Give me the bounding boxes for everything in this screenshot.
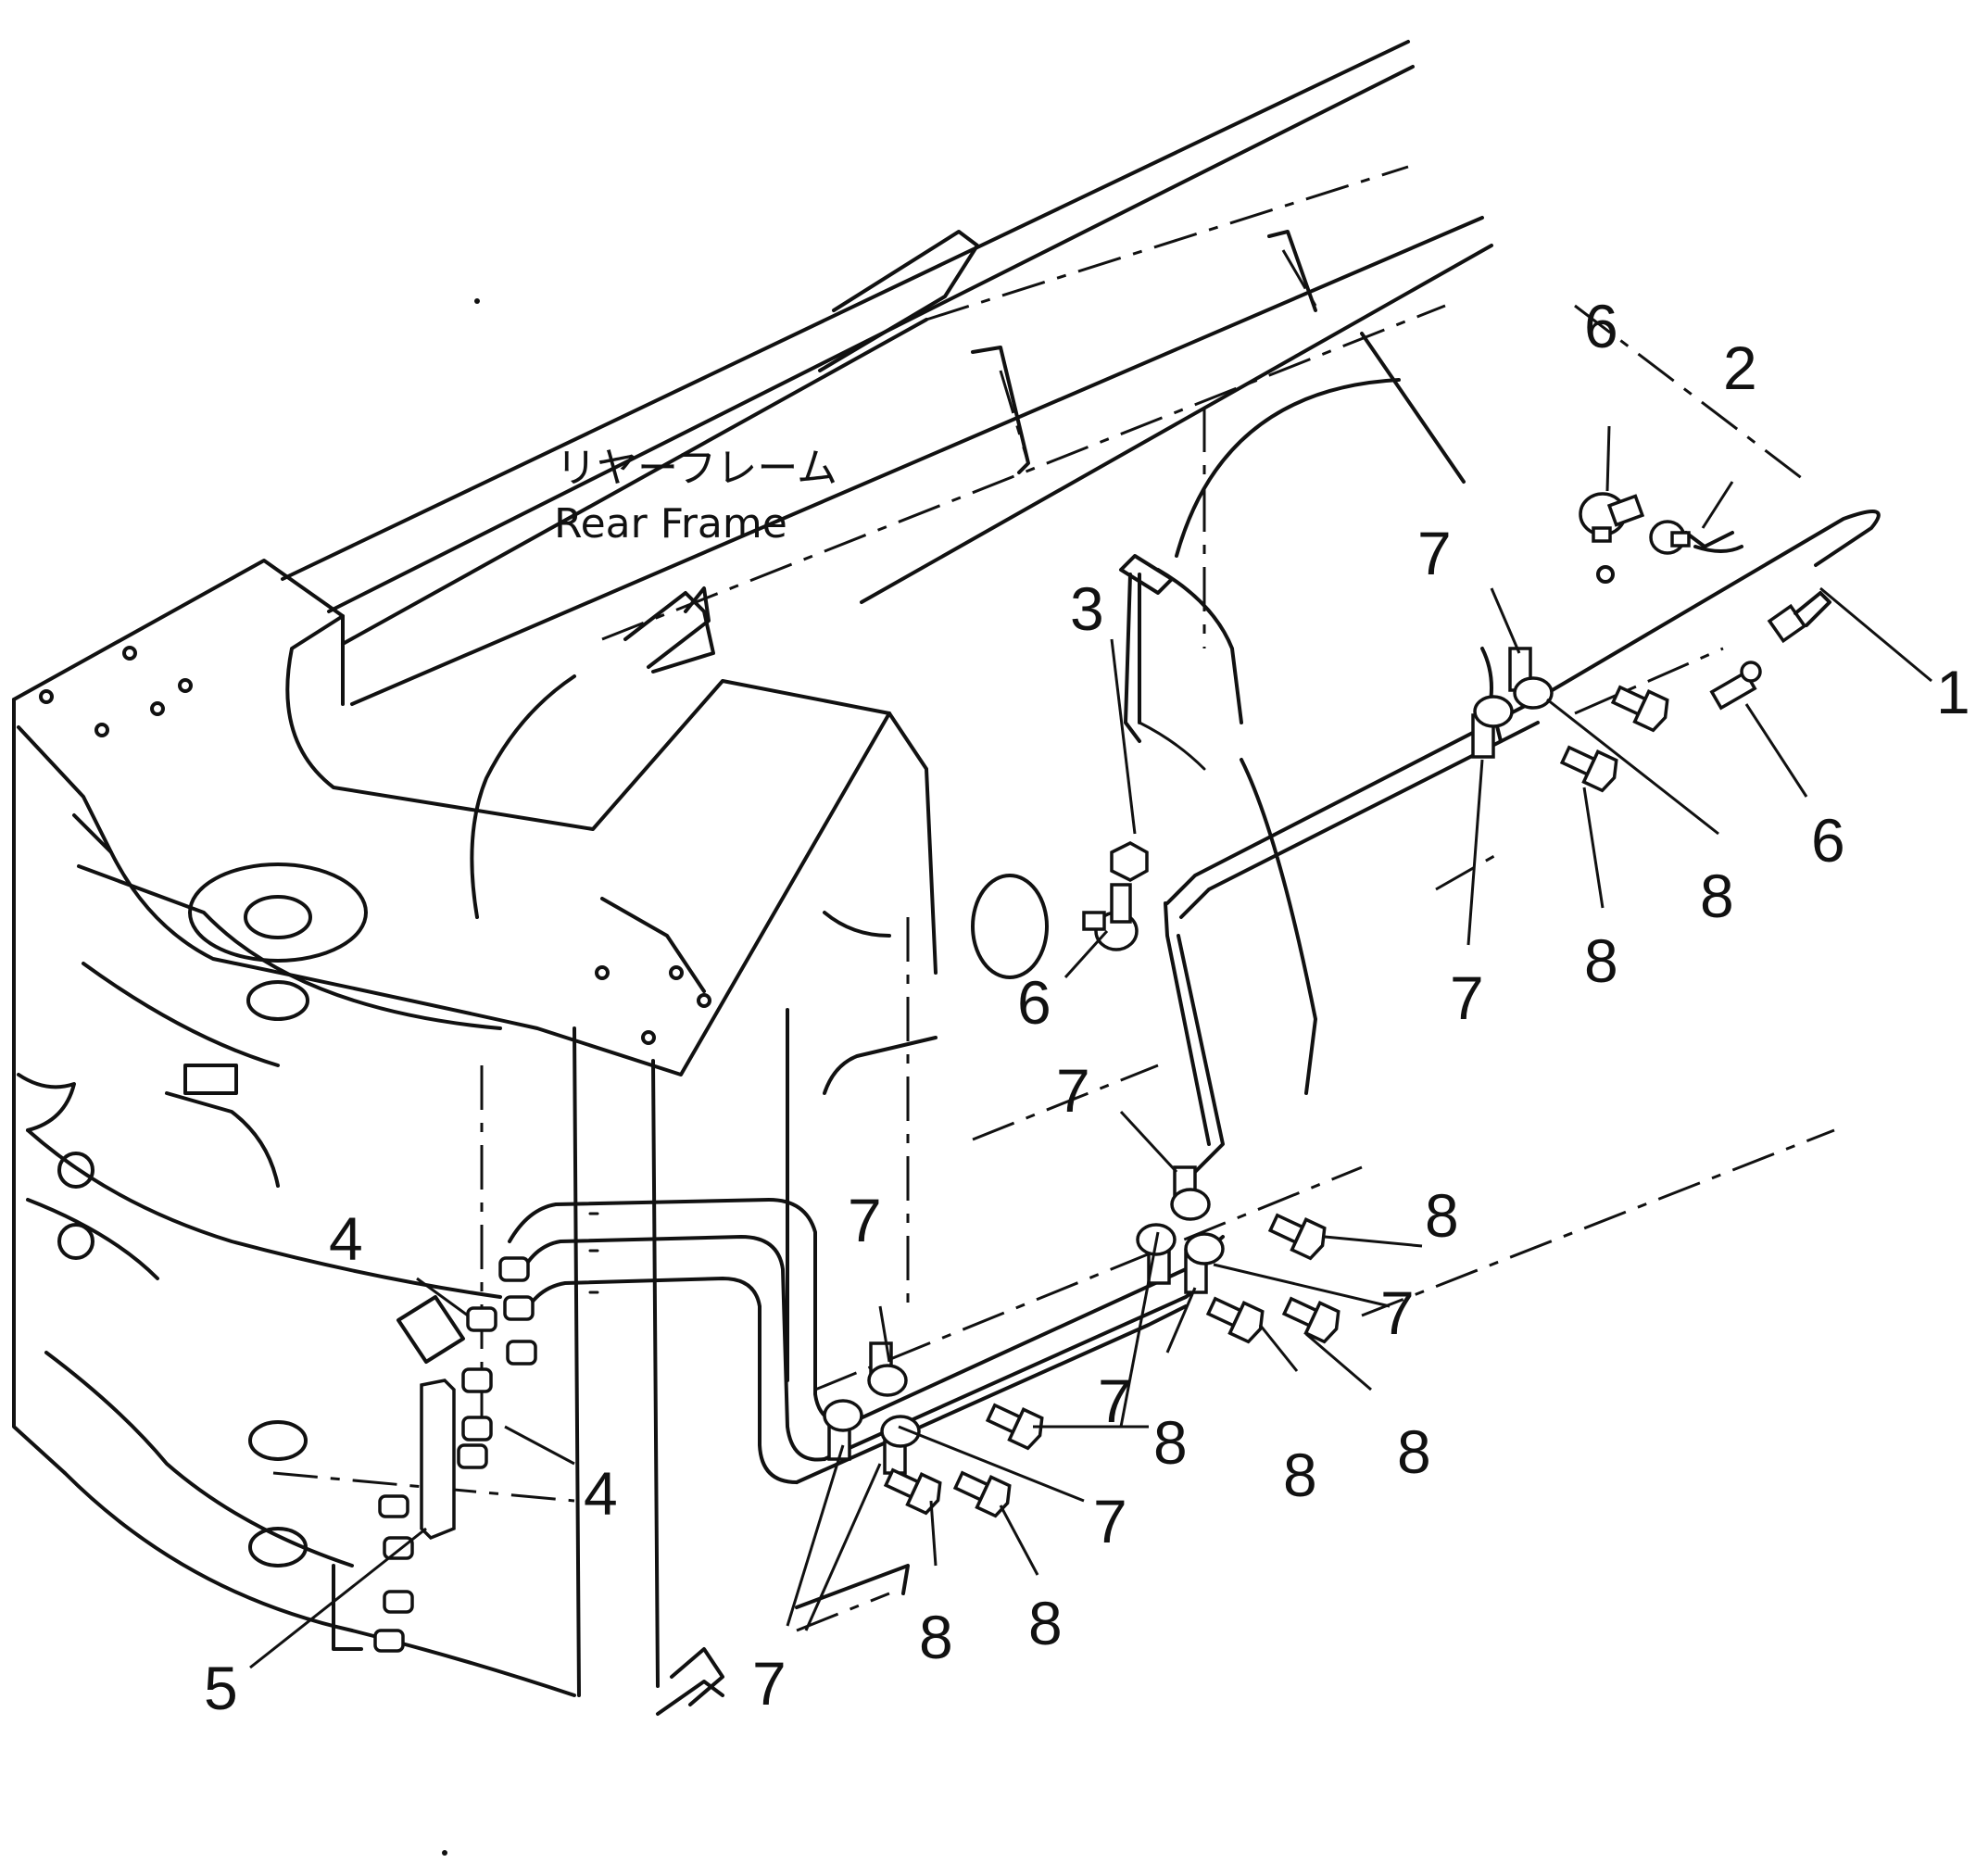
callout-6-right: 6 bbox=[1811, 806, 1845, 875]
callout-7-b: 7 bbox=[1450, 963, 1484, 1032]
part-7-clamp-group bbox=[823, 647, 1554, 1475]
part-6-elbow-right bbox=[1709, 661, 1762, 711]
frame-label: リヤーフレーム Rear Frame bbox=[554, 445, 837, 548]
hydraulic-piping bbox=[508, 510, 1881, 1484]
callout-6-top: 6 bbox=[1584, 292, 1618, 360]
callout-8-f: 8 bbox=[1397, 1417, 1431, 1486]
callout-7-h: 7 bbox=[752, 1649, 787, 1718]
leader-lines bbox=[249, 425, 1932, 1669]
speck-mark-bottom bbox=[442, 1850, 447, 1856]
callout-7-g: 7 bbox=[1093, 1487, 1127, 1555]
part-5-block bbox=[332, 1295, 465, 1653]
rear-frame-outline bbox=[12, 40, 1835, 1716]
callout-4-lower: 4 bbox=[584, 1459, 618, 1528]
callout-8-b: 8 bbox=[1584, 926, 1618, 995]
callout-numbers: 1 2 3 4 4 5 6 6 6 7 7 7 7 7 7 7 7 8 8 8 … bbox=[204, 292, 1970, 1722]
callout-2: 2 bbox=[1723, 334, 1757, 402]
frame-label-en: Rear Frame bbox=[554, 500, 787, 548]
callout-7-f: 7 bbox=[1098, 1366, 1132, 1435]
callout-7-c: 7 bbox=[1056, 1056, 1090, 1125]
callout-7-a: 7 bbox=[1417, 519, 1452, 587]
callout-8-h: 8 bbox=[1028, 1589, 1063, 1657]
part-1-nut bbox=[1767, 591, 1831, 644]
part-2-nut bbox=[1649, 520, 1691, 555]
callout-8-a: 8 bbox=[1700, 862, 1734, 930]
callout-8-c: 8 bbox=[1425, 1181, 1459, 1250]
callout-3: 3 bbox=[1070, 574, 1104, 643]
fittings bbox=[332, 492, 1831, 1653]
callout-5: 5 bbox=[204, 1654, 238, 1722]
part-4-connectors bbox=[457, 1256, 537, 1469]
frame-label-jp: リヤーフレーム bbox=[556, 445, 837, 492]
callout-8-d: 8 bbox=[1153, 1408, 1188, 1477]
part-8-bolt-group bbox=[883, 685, 1669, 1518]
callout-7-e: 7 bbox=[1380, 1278, 1415, 1347]
callout-4-upper: 4 bbox=[329, 1204, 363, 1273]
part-6-elbow-center bbox=[1082, 883, 1139, 951]
callout-8-g: 8 bbox=[919, 1603, 953, 1671]
part-3-nut bbox=[1110, 841, 1149, 882]
speck-mark bbox=[474, 298, 480, 304]
callout-8-e: 8 bbox=[1283, 1441, 1317, 1509]
callout-1: 1 bbox=[1936, 658, 1970, 726]
callout-7-d: 7 bbox=[848, 1186, 882, 1254]
callout-6-center: 6 bbox=[1017, 968, 1051, 1037]
part-6-elbow-top bbox=[1579, 492, 1645, 543]
